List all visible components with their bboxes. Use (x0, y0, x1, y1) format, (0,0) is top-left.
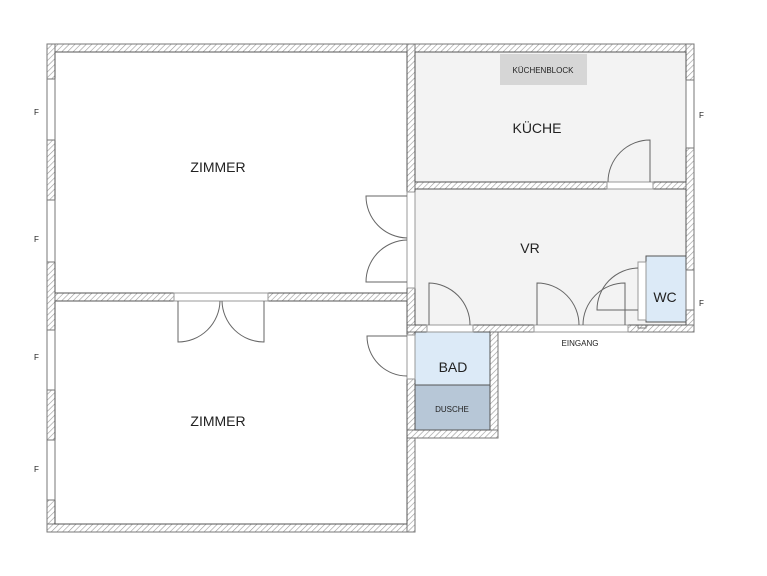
windows (46, 78, 695, 501)
kuechenblock (500, 54, 587, 85)
label-zimmer-bottom: ZIMMER (190, 413, 245, 429)
room-zimmer-top (54, 51, 408, 294)
label-kueche: KÜCHE (512, 119, 561, 136)
label-bad: BAD (439, 359, 468, 375)
door-swings (177, 139, 651, 377)
label-dusche: DUSCHE (435, 405, 469, 414)
label-kuechenblock: KÜCHENBLOCK (513, 66, 575, 75)
label-vr: VR (520, 240, 539, 256)
window-marker: F (699, 299, 704, 308)
window-marker: F (699, 111, 704, 120)
window-marker: F (34, 353, 39, 362)
label-wc: WC (653, 289, 676, 305)
label-zimmer-top: ZIMMER (190, 159, 245, 175)
window-marker: F (34, 465, 39, 474)
window-markers: F F F F F F (34, 108, 704, 474)
label-eingang: EINGANG (562, 339, 599, 348)
window-marker: F (34, 235, 39, 244)
door-openings (173, 181, 654, 380)
window-marker: F (34, 108, 39, 117)
room-zimmer-bottom (54, 300, 408, 525)
dusche-area (414, 384, 491, 431)
